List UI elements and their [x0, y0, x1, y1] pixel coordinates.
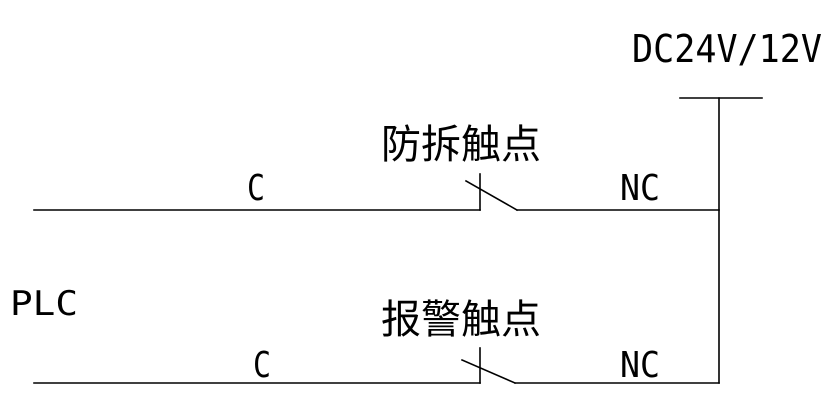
- contact-alarm-nc-terminal: NC: [620, 345, 660, 386]
- plc-label: PLC: [10, 284, 78, 324]
- contact-tamper-label: 防拆触点: [381, 122, 541, 168]
- contact-alarm-label: 报警触点: [381, 297, 541, 343]
- contact-alarm-common-terminal: C: [253, 345, 271, 386]
- supply-voltage-label: DC24V/12V: [632, 27, 822, 71]
- contact-tamper-common-terminal: C: [247, 168, 265, 209]
- contact-tamper-nc-terminal: NC: [620, 168, 660, 209]
- contact-tamper-switch-blade: [464, 179, 519, 212]
- contact-alarm: 报警触点 C NC: [33, 297, 720, 386]
- contact-alarm-switch-blade: [460, 358, 517, 385]
- contact-tamper: 防拆触点 C NC: [33, 122, 720, 212]
